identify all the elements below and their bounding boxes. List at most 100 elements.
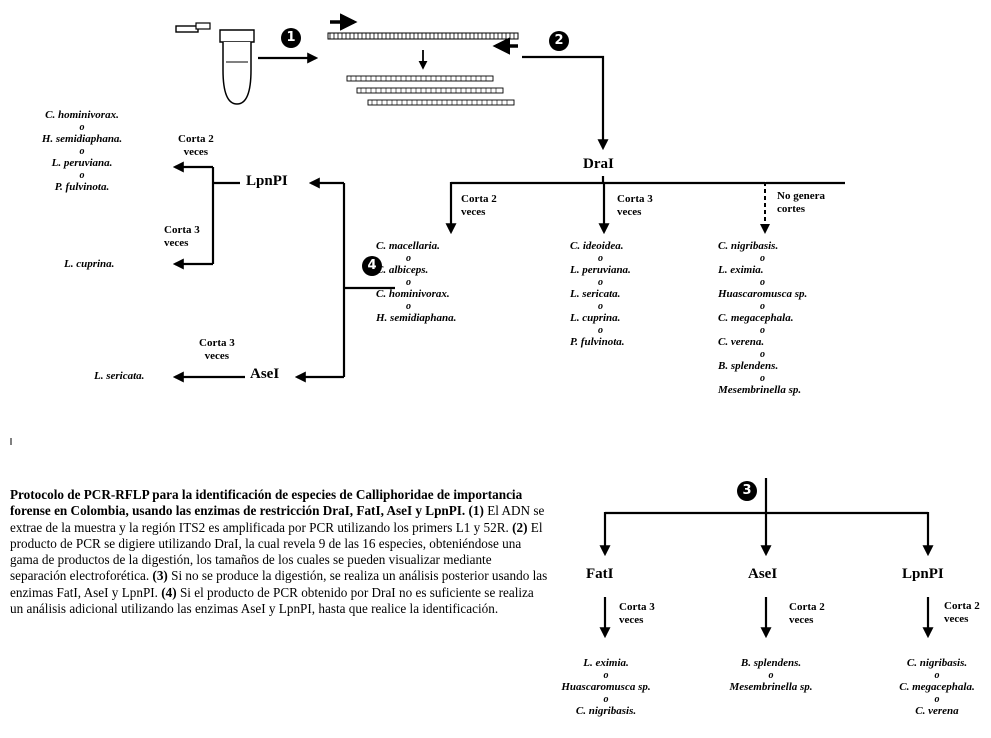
- cut-label-line: veces: [183, 146, 209, 158]
- pcr-tube-icon: [175, 22, 255, 105]
- species-name: L. cuprina.: [570, 312, 621, 324]
- species-list-drai-3: C. ideoidea. o L. peruviana. o L. serica…: [570, 240, 680, 349]
- step-marker-4: 4: [362, 256, 382, 276]
- species-name: L. sericata.: [570, 288, 621, 300]
- cut-label-line: Corta 3: [164, 224, 200, 236]
- species-name: C. nigribasis.: [575, 705, 637, 717]
- species-name: L. peruviana.: [51, 157, 113, 169]
- cut-label-line: Corta 2: [461, 193, 497, 205]
- cut-label-fati: Corta 3 veces: [619, 601, 655, 627]
- separator: o: [760, 325, 765, 336]
- species-list-lpnpi-2: C. hominivorax. o H. semidiaphana. o L. …: [27, 109, 137, 194]
- separator: o: [598, 253, 603, 264]
- species-name: Huascaromusca sp.: [561, 681, 651, 693]
- enzyme-lpnpi-left: LpnPI: [246, 173, 288, 189]
- species-name: C. nigribasis.: [718, 240, 779, 252]
- separator: o: [406, 253, 411, 264]
- species-name: P. fulvinota.: [54, 181, 110, 193]
- caption-marker-4: (4): [161, 584, 177, 600]
- separator: o: [603, 670, 609, 681]
- species-name: C. megacephala.: [718, 312, 794, 324]
- step-marker-2: 2: [549, 31, 569, 51]
- cut-label-line: Corta 2: [789, 601, 825, 613]
- species-name: C. macellaria.: [376, 240, 440, 252]
- cut-label-line: Corta 2: [944, 600, 980, 612]
- separator: o: [768, 670, 774, 681]
- species-name: C. hominivorax.: [45, 109, 119, 121]
- species-list-lpnpi-b2: C. nigribasis. o C. megacephala. o C. ve…: [886, 657, 988, 718]
- separator: o: [760, 253, 765, 264]
- caption-step-2: El producto de PCR se digiere utilizando…: [10, 519, 543, 584]
- species-list-fati-3: L. eximia. o Huascaromusca sp. o C. nigr…: [546, 657, 666, 718]
- cut-label-asei-bottom: Corta 2 veces: [789, 601, 825, 627]
- species-name: P. fulvinota.: [570, 336, 625, 348]
- separator: o: [934, 670, 940, 681]
- separator: o: [598, 301, 603, 312]
- step-marker-1: 1: [281, 28, 301, 48]
- species-list-asei-2: B. splendens. o Mesembrinella sp.: [716, 657, 826, 694]
- separator: o: [934, 694, 940, 705]
- cut-label-line: veces: [164, 237, 189, 249]
- separator: o: [760, 301, 765, 312]
- cut-label-line: Corta 3: [617, 193, 653, 205]
- species-list-drai-2: C. macellaria. o C. albiceps. o C. homin…: [376, 240, 516, 325]
- species-asei-3: L. sericata.: [94, 370, 145, 382]
- species-name: H. semidiaphana.: [41, 133, 123, 145]
- caption-marker-1: (1): [468, 503, 484, 519]
- separator: o: [406, 277, 411, 288]
- cut-label-line: Corta 3: [199, 337, 235, 349]
- dna-strand-icon: [327, 32, 519, 40]
- cut-label-lpnpi-2: Corta 2 veces: [178, 133, 214, 159]
- species-name: C. hominivorax.: [376, 288, 450, 300]
- caption-step-3: Si no se produce la digestión, se realiz…: [10, 568, 548, 600]
- separator: o: [760, 277, 765, 288]
- figure-caption: Protocolo de PCR-RFLP para la identifica…: [10, 487, 550, 617]
- enzyme-fati: FatI: [586, 566, 614, 582]
- caption-step-1: El ADN se extrae de la muestra y la regi…: [10, 503, 545, 535]
- separator: o: [79, 146, 85, 157]
- cut-label-line: veces: [944, 613, 969, 625]
- cut-label-line: veces: [204, 350, 230, 362]
- enzyme-lpnpi-bottom: LpnPI: [902, 566, 944, 582]
- cut-label-line: Corta 3: [619, 601, 655, 613]
- caption-step-4: Si el producto de PCR obtenido por DraI …: [10, 584, 534, 617]
- species-name: C. megacephala.: [899, 681, 975, 693]
- species-name: L. peruviana.: [570, 264, 631, 276]
- separator: o: [598, 325, 603, 336]
- species-name: Huascaromusca sp.: [718, 288, 808, 300]
- species-name: C. ideoidea.: [570, 240, 624, 252]
- cut-label-line: veces: [789, 614, 814, 626]
- cut-label-line: veces: [619, 614, 644, 626]
- separator: o: [406, 301, 411, 312]
- species-name: Mesembrinella sp.: [729, 681, 813, 693]
- caption-marker-2: (2): [512, 519, 528, 535]
- enzyme-asei-bottom: AseI: [748, 566, 778, 582]
- separator: o: [603, 694, 609, 705]
- species-name: C. albiceps.: [376, 264, 429, 276]
- species-list-drai-0: C. nigribasis. o L. eximia. o Huascaromu…: [718, 240, 848, 397]
- cut-label-lpnpi-bottom: Corta 2 veces: [944, 600, 980, 626]
- cut-label-asei-left: Corta 3 veces: [199, 337, 235, 363]
- species-lpnpi-3: L. cuprina.: [64, 258, 115, 270]
- caption-paragraph: Protocolo de PCR-RFLP para la identifica…: [10, 487, 550, 617]
- species-name: B. splendens.: [718, 360, 779, 372]
- cut-label-lpnpi-3: Corta 3 veces: [164, 224, 200, 250]
- cut-label-drai-2: Corta 2 veces: [461, 193, 497, 219]
- enzyme-asei-left: AseI: [250, 366, 280, 382]
- separator: o: [760, 373, 765, 384]
- cut-label-drai-3: Corta 3 veces: [617, 193, 653, 219]
- species-name: Mesembrinella sp.: [718, 384, 802, 396]
- cut-label-line: cortes: [777, 203, 806, 215]
- species-name: C. verena: [915, 705, 959, 717]
- enzyme-drai: DraI: [583, 156, 614, 172]
- caption-marker-3: (3): [152, 568, 168, 584]
- step-marker-3: 3: [737, 481, 757, 501]
- species-name: L. eximia.: [718, 264, 764, 276]
- separator: o: [79, 122, 85, 133]
- separator: o: [79, 170, 85, 181]
- species-name: B. splendens.: [740, 657, 802, 669]
- species-name: C. nigribasis.: [906, 657, 968, 669]
- cut-label-line: veces: [617, 206, 642, 218]
